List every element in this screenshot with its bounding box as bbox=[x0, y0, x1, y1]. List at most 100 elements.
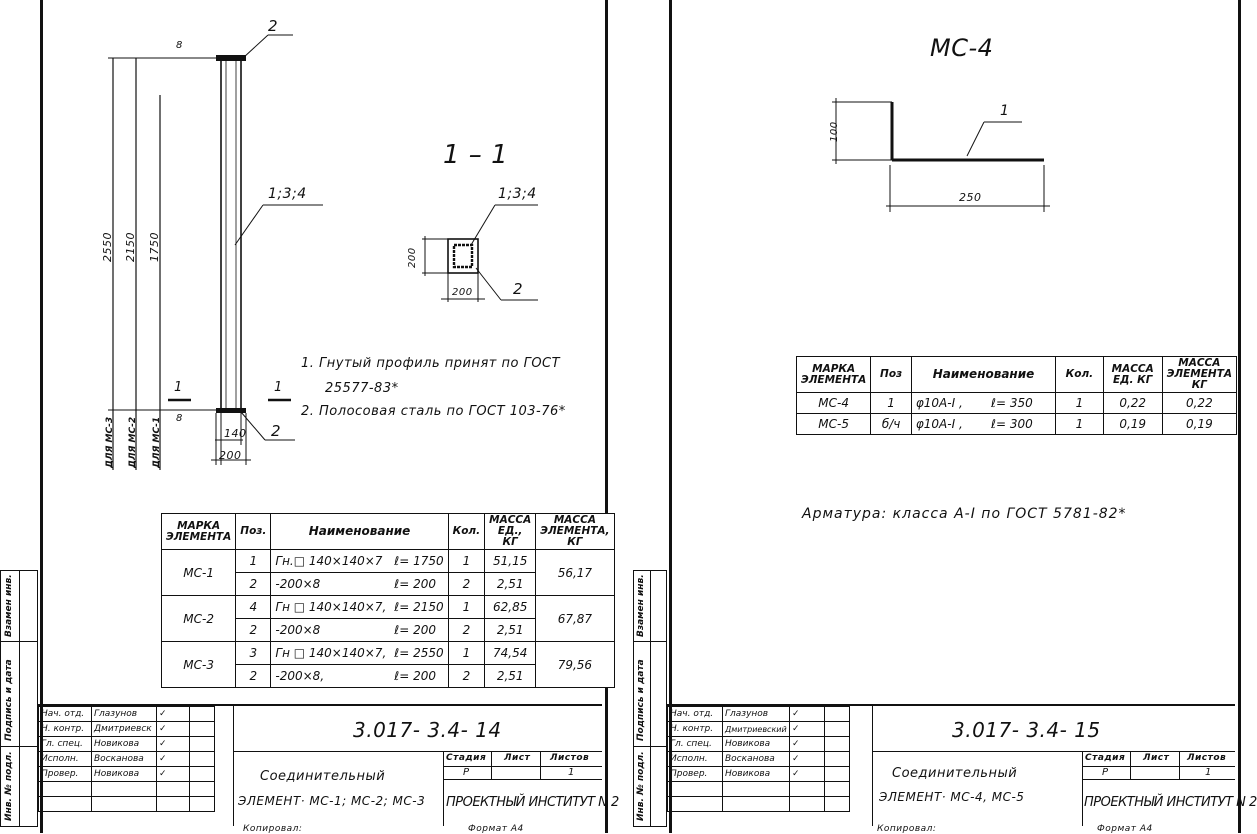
row-mass: 0,22 bbox=[1102, 392, 1163, 414]
row-qty: 2 bbox=[447, 618, 486, 642]
sidebar-replace: Взамен инв. bbox=[636, 574, 646, 637]
signature-mark: ✓ bbox=[156, 721, 190, 737]
title-block-left: Нач. отд.Глазунов✓ Н. контр.Дмитриевск✓ … bbox=[38, 704, 619, 826]
row-name: φ10А-I , bbox=[910, 413, 988, 435]
title-line-1: Соединительный bbox=[892, 766, 1018, 781]
row-pos: 1 bbox=[870, 392, 912, 414]
stage-header: Стадия bbox=[446, 753, 487, 763]
sidebar-sign: Подпись и дата bbox=[636, 659, 646, 741]
row-name: -200×8 bbox=[270, 618, 391, 642]
row-qty: 1 bbox=[1055, 413, 1104, 435]
dim-label-2150: 2150 bbox=[124, 232, 137, 262]
title-line-2: ЭЛЕМЕНТ· МС-1; МС-2; МС-3 bbox=[238, 794, 426, 808]
row-qty: 1 bbox=[447, 641, 486, 665]
col-pos: Поз bbox=[870, 356, 912, 393]
note-1-cont: 25577-83* bbox=[325, 381, 399, 396]
row-mass: 74,54 bbox=[484, 641, 537, 665]
sheet-header: Лист bbox=[504, 753, 531, 763]
side-label-mc2: ДЛЯ МС-2 bbox=[128, 416, 138, 468]
signature-mark: ✓ bbox=[789, 721, 825, 737]
row-len: ℓ= 200 bbox=[390, 618, 449, 642]
doc-code: 3.017- 3.4- 14 bbox=[353, 718, 502, 742]
signature-row: Исполн.Восканова✓ bbox=[667, 751, 850, 767]
footer-copied: Копировал: bbox=[243, 824, 303, 834]
signature-row: Н. контр.Дмитриевск✓ bbox=[38, 721, 215, 737]
row-mark: МС-2 bbox=[160, 595, 237, 642]
sidebar-sign: Подпись и дата bbox=[4, 659, 14, 741]
stage-header: Стадия bbox=[1085, 753, 1126, 763]
side-label-mc1: ДЛЯ МС-1 bbox=[152, 416, 162, 468]
signature-mark: ✓ bbox=[789, 736, 825, 752]
callout-top-2: 2 bbox=[268, 17, 279, 35]
signature-row: Нач. отд.Глазунов✓ bbox=[667, 706, 850, 722]
footer-copied: Копировал: bbox=[877, 824, 937, 834]
sheet-header: Лист bbox=[1143, 753, 1170, 763]
row-len: ℓ= 200 bbox=[390, 572, 449, 596]
dim-label-bottom-8: 8 bbox=[176, 413, 183, 424]
section-callout-top: 1;3;4 bbox=[498, 186, 537, 202]
row-name: Гн □ 140×140×7, bbox=[270, 595, 391, 619]
signature-table: Нач. отд.Глазунов✓ Н. контр.Дмитриевск✓ … bbox=[38, 706, 215, 812]
signature-mark: ✓ bbox=[789, 751, 825, 767]
row-mass: 2,51 bbox=[484, 664, 537, 688]
row-total: 56,17 bbox=[535, 549, 615, 596]
mc4-dim-h: 100 bbox=[829, 121, 840, 142]
dim-label-2550: 2550 bbox=[101, 232, 114, 262]
table-row: 2 -200×8, ℓ= 200 2 2,51 bbox=[162, 664, 615, 688]
row-qty: 1 bbox=[447, 549, 486, 573]
signature-mark: ✓ bbox=[156, 706, 190, 722]
row-total: 67,87 bbox=[535, 595, 615, 642]
row-qty: 1 bbox=[447, 595, 486, 619]
signature-row: Гл. спец.Новикова✓ bbox=[38, 736, 215, 752]
doc-code: 3.017- 3.4- 15 bbox=[952, 718, 1101, 742]
row-len: ℓ= 350 bbox=[987, 392, 1057, 414]
row-name: -200×8 bbox=[270, 572, 391, 596]
signature-mark: ✓ bbox=[156, 751, 190, 767]
table-row: МС-1 1 Гн.□ 140×140×7 ℓ= 1750 1 51,15 56… bbox=[160, 549, 615, 596]
right-sidebar: Инв. № подл. Подпись и дата Взамен инв. bbox=[633, 570, 667, 827]
callout-bottom-2: 2 bbox=[271, 422, 282, 440]
sidebar-inv: Инв. № подл. bbox=[4, 751, 14, 821]
note-2: 2. Полосовая сталь по ГОСТ 103-76* bbox=[301, 404, 566, 419]
row-pos: 1 bbox=[235, 549, 272, 573]
table-row: 2 -200×8 ℓ= 200 2 2,51 bbox=[162, 618, 615, 642]
signature-mark: ✓ bbox=[789, 706, 825, 722]
organization: ПРОЕКТНЫЙ ИНСТИТУТ N 2 bbox=[1084, 795, 1257, 810]
organization: ПРОЕКТНЫЙ ИНСТИТУТ N 2 bbox=[446, 795, 619, 810]
row-mass: 62,85 bbox=[484, 595, 537, 619]
row-qty: 2 bbox=[447, 664, 486, 688]
left-sheet: 2550 2150 1750 8 8 140 200 2 1;3;4 2 ДЛЯ… bbox=[38, 0, 619, 834]
row-pos: 4 bbox=[235, 595, 272, 619]
callout-mid: 1;3;4 bbox=[268, 186, 307, 202]
signature-row: Исполн.Восканова✓ bbox=[38, 751, 215, 767]
col-qty: Кол. bbox=[447, 513, 486, 550]
mc4-dim-w: 250 bbox=[959, 191, 982, 204]
footer-format: Формат А4 bbox=[1097, 824, 1153, 834]
sheets-value: 1 bbox=[1205, 767, 1212, 778]
spec-header-row: МАРКА ЭЛЕМЕНТА Поз. Наименование Кол. МА… bbox=[160, 513, 615, 550]
stage-value: Р bbox=[1102, 767, 1109, 778]
footer-format: Формат А4 bbox=[468, 824, 524, 834]
row-name: -200×8, bbox=[270, 664, 391, 688]
row-name: φ10А-I , bbox=[910, 392, 988, 414]
dim-label-200: 200 bbox=[219, 449, 242, 462]
col-name: Наименование bbox=[910, 356, 1057, 393]
row-total: 79,56 bbox=[535, 641, 615, 688]
dim-label-1750: 1750 bbox=[148, 232, 161, 262]
row-len: ℓ= 200 bbox=[390, 664, 449, 688]
dim-label-top-8: 8 bbox=[176, 40, 183, 51]
section-dim-h: 200 bbox=[407, 247, 418, 268]
col-name: Наименование bbox=[270, 513, 449, 550]
row-mass: 51,15 bbox=[484, 549, 537, 573]
row-mark: МС-3 bbox=[160, 641, 237, 688]
row-pos: 3 bbox=[235, 641, 272, 665]
row-mass: 2,51 bbox=[484, 618, 537, 642]
table-row: МС-5 б/ч φ10А-I , ℓ= 300 1 0,19 0,19 bbox=[795, 413, 1238, 435]
row-mass: 2,51 bbox=[484, 572, 537, 596]
section-title: 1 – 1 bbox=[443, 140, 509, 170]
spec-table-right: МАРКА ЭЛЕМЕНТА Поз Наименование Кол. МАС… bbox=[795, 356, 1238, 435]
signature-mark: ✓ bbox=[156, 736, 190, 752]
row-name: Гн □ 140×140×7, bbox=[270, 641, 391, 665]
title-block-right: Нач. отд.Глазунов✓ Н. контр.Дмитриевский… bbox=[667, 704, 1257, 826]
row-pos: б/ч bbox=[870, 413, 912, 435]
